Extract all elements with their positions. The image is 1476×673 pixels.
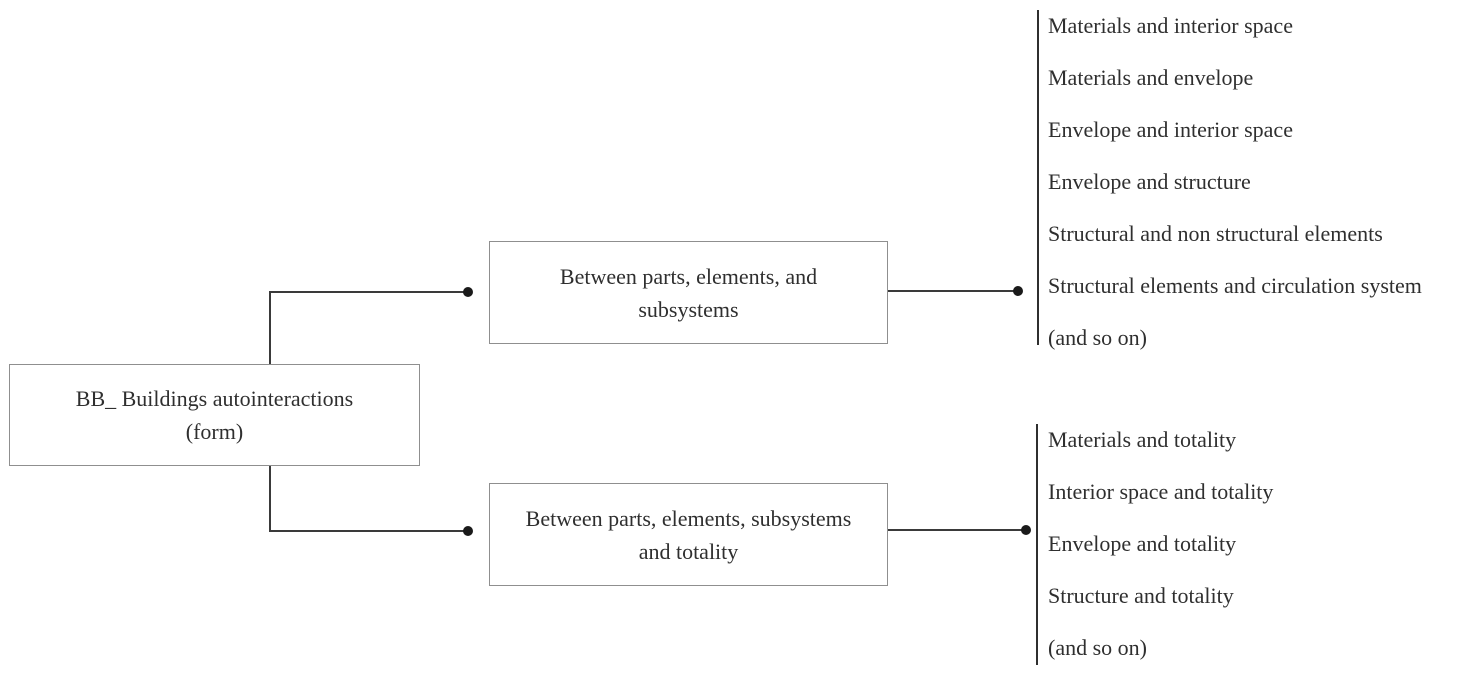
node-root-label-line1: BB_ Buildings autointeractions bbox=[75, 386, 354, 411]
list-item: (and so on) bbox=[1048, 325, 1147, 350]
connector-root-to-branch-1-horizontal bbox=[269, 291, 465, 293]
connector-dot bbox=[1021, 525, 1031, 535]
connector-dot bbox=[463, 526, 473, 536]
node-branch-parts-elements-subsystems: Between parts, elements, and subsystems bbox=[489, 241, 888, 344]
node-branch-subsystems-totality: Between parts, elements, subsystems and … bbox=[489, 483, 888, 586]
connector-branch-2-to-list bbox=[888, 529, 1023, 531]
list-item: Structural and non structural elements bbox=[1048, 221, 1383, 246]
node-branch-1-label: Between parts, elements, and subsystems bbox=[560, 260, 817, 326]
connector-dot bbox=[1013, 286, 1023, 296]
list-item: (and so on) bbox=[1048, 635, 1147, 660]
node-branch-2-label: Between parts, elements, subsystems and … bbox=[526, 502, 852, 568]
connector-root-to-branch-1-vertical bbox=[269, 291, 271, 364]
list-item: Envelope and totality bbox=[1048, 531, 1237, 556]
node-branch-2-label-line2: and totality bbox=[638, 538, 739, 564]
list-item: Materials and interior space bbox=[1048, 13, 1293, 38]
node-root-label-line2: (form) bbox=[185, 419, 244, 444]
node-branch-1-label-line2: subsystems bbox=[638, 296, 739, 322]
list-item: Interior space and totality bbox=[1048, 479, 1274, 504]
list-1-bracket-bar bbox=[1037, 10, 1039, 345]
list-branch-2-outcomes: Materials and totality Interior space an… bbox=[1048, 414, 1273, 673]
connector-root-to-branch-2-horizontal bbox=[269, 530, 465, 532]
connector-root-to-branch-2-vertical bbox=[269, 466, 271, 532]
connector-dot bbox=[463, 287, 473, 297]
connector-branch-1-to-list bbox=[888, 290, 1015, 292]
list-item: Envelope and structure bbox=[1048, 169, 1251, 194]
node-root-label: BB_ Buildings autointeractions (form) bbox=[76, 382, 353, 448]
node-branch-2-label-line1: Between parts, elements, subsystems bbox=[525, 505, 852, 531]
node-branch-1-label-line1: Between parts, elements, and bbox=[559, 263, 818, 289]
list-2-bracket-bar bbox=[1036, 424, 1038, 665]
node-root: BB_ Buildings autointeractions (form) bbox=[9, 364, 420, 466]
list-item: Materials and totality bbox=[1048, 427, 1237, 452]
list-item: Envelope and interior space bbox=[1048, 117, 1293, 142]
list-branch-1-outcomes: Materials and interior space Materials a… bbox=[1048, 0, 1422, 364]
list-item: Materials and envelope bbox=[1048, 65, 1254, 90]
list-item: Structural elements and circulation syst… bbox=[1048, 273, 1422, 298]
list-item: Structure and totality bbox=[1048, 583, 1234, 608]
